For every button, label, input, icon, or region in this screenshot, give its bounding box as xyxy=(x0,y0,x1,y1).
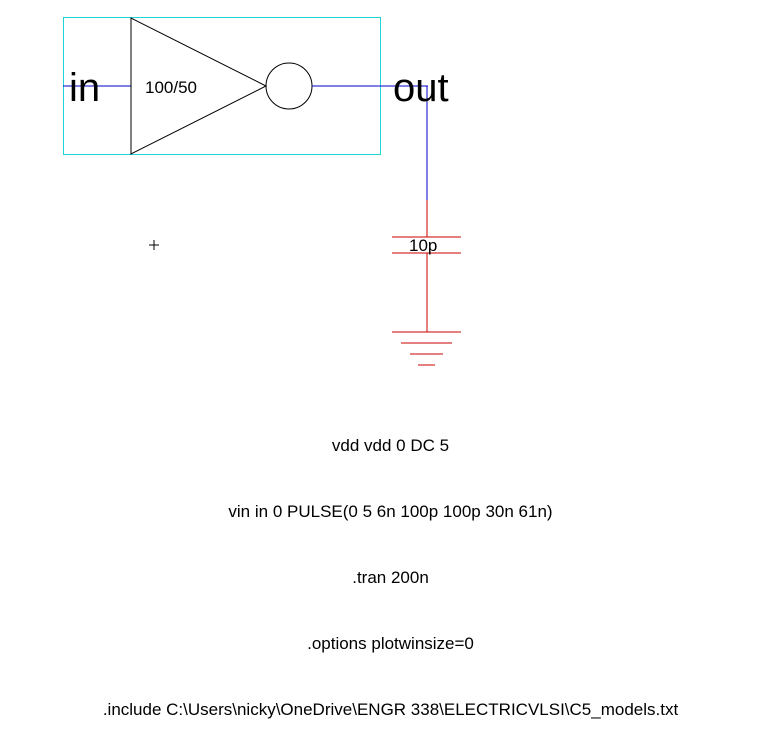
spice-code-block: vdd vdd 0 DC 5 vin in 0 PULSE(0 5 6n 100… xyxy=(0,391,781,743)
spice-line-vin: vin in 0 PULSE(0 5 6n 100p 100p 30n 61n) xyxy=(228,502,553,521)
inverter-symbol[interactable] xyxy=(130,17,268,155)
origin-cross-marker xyxy=(149,240,159,250)
spice-line-options: .options plotwinsize=0 xyxy=(307,634,474,653)
inverter-bubble xyxy=(265,62,313,110)
input-net-label: in xyxy=(69,66,100,110)
ground-symbol[interactable] xyxy=(392,331,461,366)
inverter-size-label: 100/50 xyxy=(145,78,197,97)
capacitor-value-label: 10p xyxy=(409,236,437,255)
spice-line-tran: .tran 200n xyxy=(352,568,429,587)
spice-line-include: .include C:\Users\nicky\OneDrive\ENGR 33… xyxy=(102,700,679,719)
spice-line-vdd: vdd vdd 0 DC 5 xyxy=(331,436,450,455)
output-net-label: out xyxy=(393,66,449,110)
schematic-canvas: in 100/50 out 10p xyxy=(63,17,461,366)
